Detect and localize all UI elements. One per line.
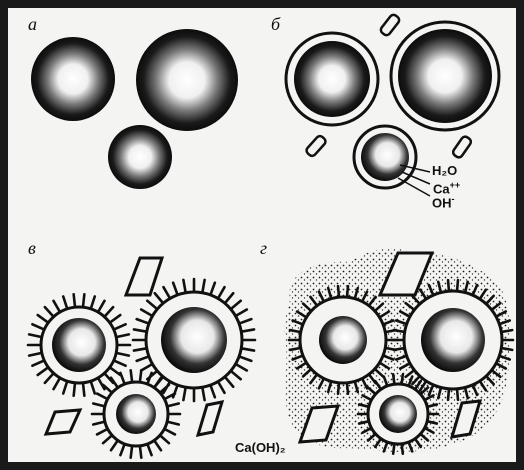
cement-grain	[421, 308, 485, 372]
cement-grain	[319, 316, 367, 364]
hydrate-needle	[74, 383, 75, 396]
hydrate-needle	[448, 280, 449, 291]
hydrate-needle	[457, 389, 458, 400]
cement-grain	[294, 41, 370, 117]
hydrate-needle	[501, 330, 512, 332]
calcium-hydroxide-label: Ca(OH)₂	[235, 441, 286, 455]
panel-label-a: а	[28, 14, 37, 35]
hydrate-needle	[457, 280, 458, 291]
hydrate-needle	[140, 370, 141, 382]
cement-grain	[108, 125, 172, 189]
hydrate-needle	[347, 286, 348, 297]
hydrate-needle	[338, 286, 339, 297]
cement-grain	[31, 37, 115, 121]
panel-g	[284, 248, 513, 453]
calcium-ion-charge: ++	[450, 180, 461, 190]
hydrate-needle	[74, 294, 75, 307]
panel-label-g: г	[260, 238, 267, 259]
hydrate-needle	[140, 446, 141, 458]
hydrate-needle	[131, 446, 132, 458]
hydrate-needle	[501, 348, 512, 350]
cement-grain	[52, 318, 106, 372]
hydrate-needle	[83, 294, 84, 307]
cement-grain	[379, 395, 417, 433]
water-label: H₂O	[432, 164, 457, 178]
cement-grain	[398, 29, 492, 123]
hydroxide-ion-base: OH	[432, 195, 452, 210]
hydrate-needle	[347, 383, 348, 394]
hydrate-needle	[394, 348, 405, 350]
hydroxide-ion-label: OH-	[432, 192, 455, 210]
hydrate-needle	[394, 330, 405, 332]
cement-grain	[136, 29, 238, 131]
hydroxide-ion-charge: -	[452, 194, 455, 204]
cement-grain	[116, 394, 156, 434]
hydrate-needle	[338, 383, 339, 394]
panel-label-v: в	[28, 238, 36, 259]
hydrate-needle	[131, 370, 132, 382]
cement-grain	[361, 133, 409, 181]
hydrate-needle	[448, 389, 449, 400]
cement-grain	[161, 307, 227, 373]
panel-label-b: б	[271, 14, 280, 35]
hydrate-needle	[83, 383, 84, 396]
